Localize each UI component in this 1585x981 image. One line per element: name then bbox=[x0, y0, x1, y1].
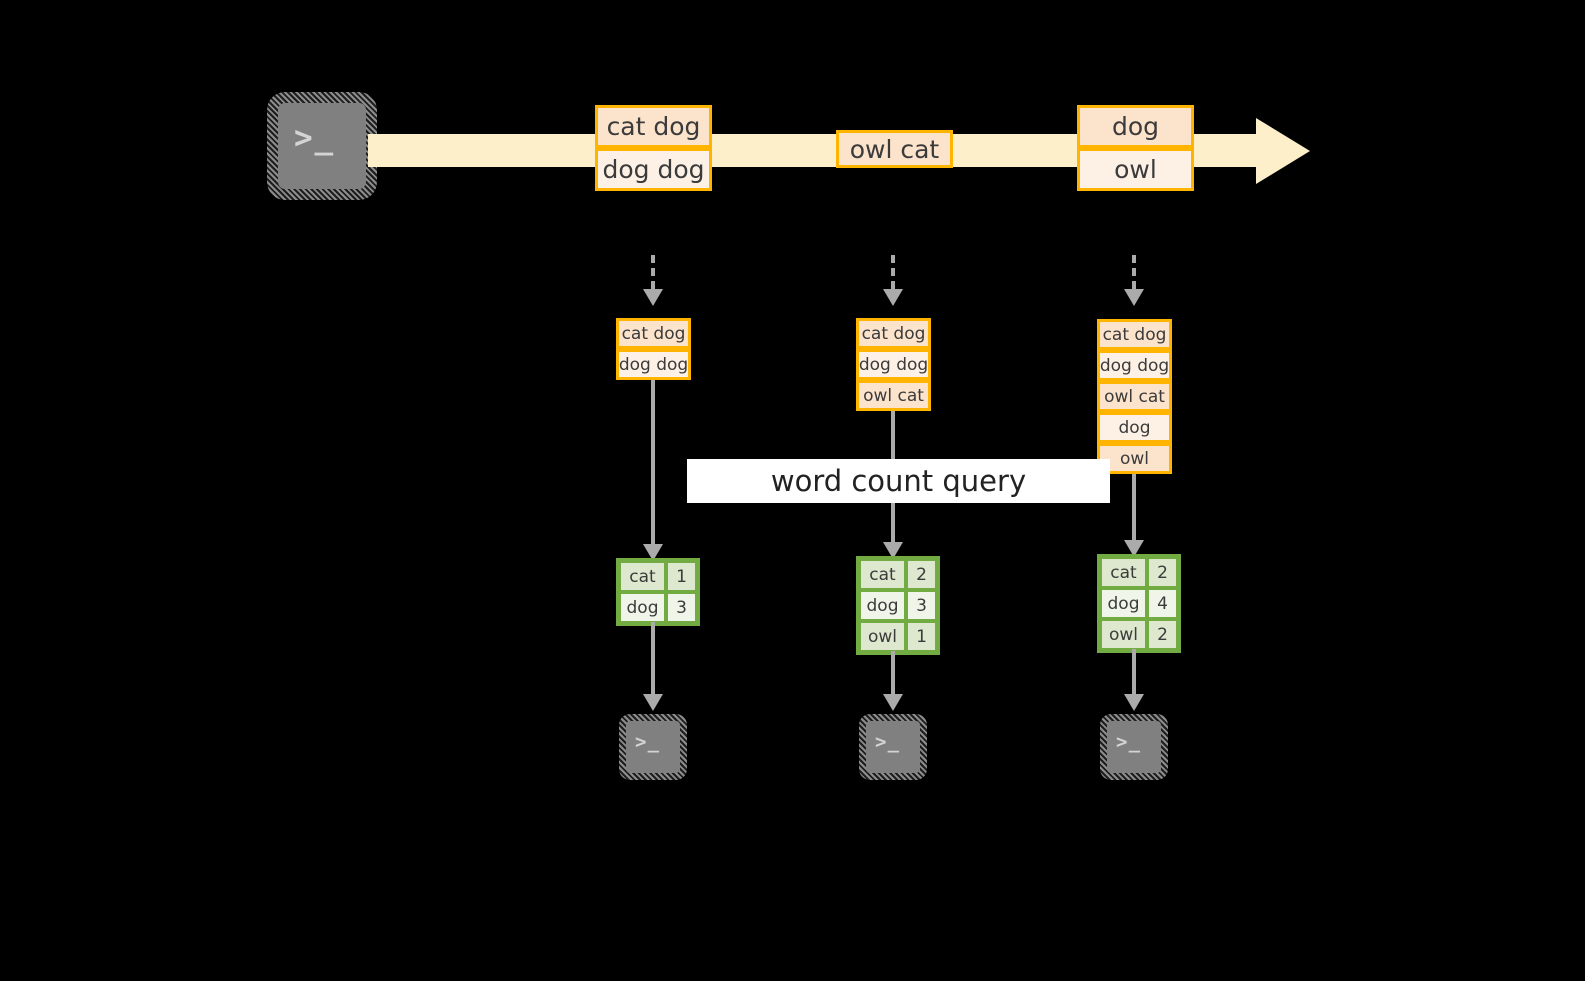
dashed-input-arrowhead-icon bbox=[1124, 289, 1144, 306]
result-count: 1 bbox=[666, 561, 697, 592]
table-row: cat 1 bbox=[619, 561, 697, 592]
source-terminal-icon: >_ bbox=[267, 92, 377, 200]
dashed-input-connector bbox=[891, 255, 895, 289]
table-row: cat 2 bbox=[1100, 557, 1178, 588]
processing-connector bbox=[1132, 474, 1136, 548]
result-word: owl bbox=[859, 621, 906, 652]
stream-message: cat dog bbox=[595, 105, 712, 148]
stream-message: dog bbox=[1077, 105, 1194, 148]
result-count: 4 bbox=[1147, 588, 1178, 619]
result-word: dog bbox=[859, 590, 906, 621]
result-word: dog bbox=[1100, 588, 1147, 619]
dashed-input-connector bbox=[1132, 255, 1136, 289]
terminal-prompt-glyph: >_ bbox=[875, 731, 901, 753]
output-connector bbox=[891, 651, 895, 698]
processing-arrowhead-icon bbox=[643, 544, 663, 561]
result-word: cat bbox=[859, 559, 906, 590]
table-row: dog 4 bbox=[1100, 588, 1178, 619]
input-row: owl cat bbox=[856, 380, 931, 411]
result-count: 3 bbox=[906, 590, 937, 621]
input-row: cat dog bbox=[616, 318, 691, 349]
result-count: 1 bbox=[906, 621, 937, 652]
input-row: dog dog bbox=[856, 349, 931, 380]
table-row: dog 3 bbox=[619, 592, 697, 623]
input-row: owl bbox=[1097, 443, 1172, 474]
output-arrowhead-icon bbox=[883, 694, 903, 711]
input-row: owl cat bbox=[1097, 381, 1172, 412]
terminal-prompt-glyph: >_ bbox=[635, 731, 661, 753]
stream-message: dog dog bbox=[595, 148, 712, 191]
result-table: cat 2 dog 3 owl 1 bbox=[856, 556, 940, 655]
result-table: cat 2 dog 4 owl 2 bbox=[1097, 554, 1181, 653]
output-connector bbox=[651, 622, 655, 698]
dashed-input-arrowhead-icon bbox=[643, 289, 663, 306]
terminal-prompt-glyph: >_ bbox=[294, 120, 336, 156]
dashed-input-connector bbox=[651, 255, 655, 289]
result-table: cat 1 dog 3 bbox=[616, 558, 700, 626]
input-row: cat dog bbox=[1097, 319, 1172, 350]
output-connector bbox=[1132, 649, 1136, 698]
sink-terminal-icon: >_ bbox=[619, 714, 687, 780]
table-row: dog 3 bbox=[859, 590, 937, 621]
sink-terminal-icon: >_ bbox=[859, 714, 927, 780]
result-count: 2 bbox=[906, 559, 937, 590]
processing-arrowhead-icon bbox=[1124, 540, 1144, 557]
result-count: 2 bbox=[1147, 619, 1178, 650]
result-count: 3 bbox=[666, 592, 697, 623]
query-banner: word count query bbox=[687, 459, 1110, 503]
result-word: cat bbox=[619, 561, 666, 592]
stream-message: owl cat bbox=[836, 130, 953, 168]
table-row: cat 2 bbox=[859, 559, 937, 590]
output-arrowhead-icon bbox=[643, 694, 663, 711]
stream-ribbon-arrowhead-icon bbox=[1256, 118, 1310, 184]
dashed-input-arrowhead-icon bbox=[883, 289, 903, 306]
input-row: dog dog bbox=[1097, 350, 1172, 381]
sink-terminal-icon: >_ bbox=[1100, 714, 1168, 780]
input-row: cat dog bbox=[856, 318, 931, 349]
result-word: dog bbox=[619, 592, 666, 623]
input-row: dog dog bbox=[616, 349, 691, 380]
table-row: owl 1 bbox=[859, 621, 937, 652]
input-row: dog bbox=[1097, 412, 1172, 443]
result-word: owl bbox=[1100, 619, 1147, 650]
table-row: owl 2 bbox=[1100, 619, 1178, 650]
processing-connector bbox=[651, 380, 655, 550]
result-word: cat bbox=[1100, 557, 1147, 588]
processing-arrowhead-icon bbox=[883, 542, 903, 559]
output-arrowhead-icon bbox=[1124, 694, 1144, 711]
terminal-prompt-glyph: >_ bbox=[1116, 731, 1142, 753]
result-count: 2 bbox=[1147, 557, 1178, 588]
stream-message: owl bbox=[1077, 148, 1194, 191]
